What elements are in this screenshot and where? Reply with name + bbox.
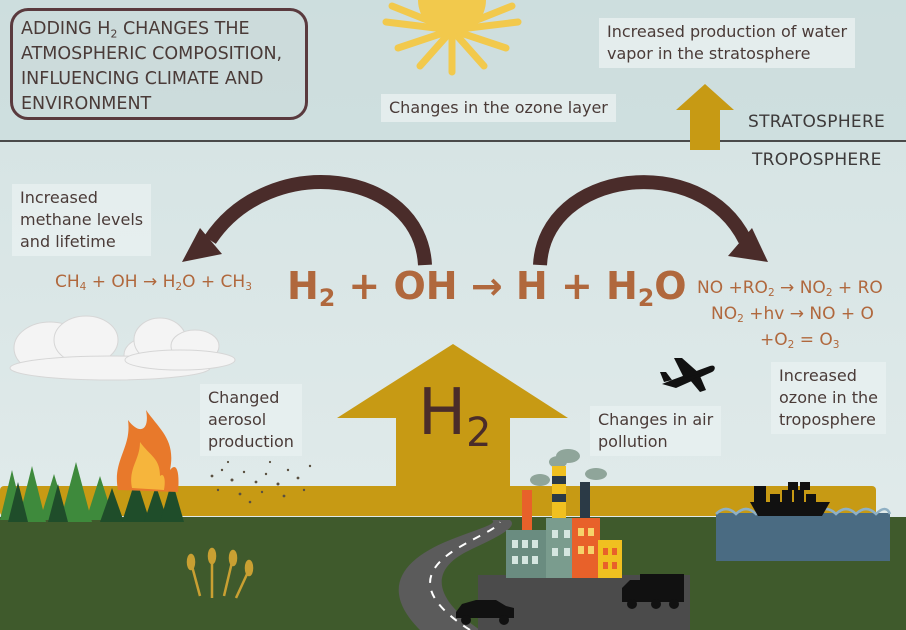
troposphere-label: TROPOSPHERE	[752, 150, 882, 170]
tree-icon	[0, 462, 184, 522]
fire-icon	[116, 410, 179, 492]
methane-arc-arrow	[182, 175, 432, 266]
aerosol-label: Changed aerosol production	[200, 384, 302, 456]
car-icon	[456, 600, 514, 625]
title-line-1: ADDING H2 CHANGES THE	[21, 19, 250, 41]
title-line-4: ENVIRONMENT	[21, 94, 152, 114]
cloud-icon	[9, 315, 236, 381]
stratosphere-label: STRATOSPHERE	[748, 112, 886, 132]
aerosol-dots	[210, 460, 312, 504]
tropospheric-ozone-label: Increased ozone in the troposphere	[771, 362, 886, 434]
ship-icon	[750, 482, 830, 516]
nox-equation-1: NO +RO2 → NO2 + RO	[697, 278, 883, 300]
truck-icon	[622, 574, 684, 609]
h2-arrow	[337, 344, 568, 490]
h2-arrow-label: H2	[418, 376, 492, 456]
ozone-layer-label: Changes in the ozone layer	[381, 94, 616, 122]
title-line-3: INFLUENCING CLIMATE AND	[21, 69, 264, 89]
methane-equation: CH4 + OH → H2O + CH3	[55, 272, 252, 294]
title-box: ADDING H2 CHANGES THE ATMOSPHERIC COMPOS…	[10, 8, 308, 120]
nox-arc-arrow	[533, 175, 768, 266]
water-vapor-label: Increased production of water vapor in t…	[599, 18, 856, 68]
factory-icon	[506, 449, 622, 578]
h2-band	[0, 486, 876, 516]
nox-equation-3: +O2 = O3	[760, 330, 840, 352]
road-icon	[398, 520, 512, 630]
title-line-2: ATMOSPHERIC COMPOSITION,	[21, 44, 283, 64]
airplane-icon	[660, 358, 715, 392]
stratosphere-arrow	[676, 84, 734, 150]
main-equation: H2 + OH → H + H2O	[287, 264, 687, 313]
air-pollution-label: Changes in air pollution	[590, 406, 722, 456]
nox-equation-2: NO2 +hv → NO + O	[711, 304, 874, 326]
water	[716, 513, 890, 561]
wheat-icon	[186, 547, 254, 599]
sun-icon	[382, 0, 522, 76]
methane-label: Increased methane levels and lifetime	[12, 184, 152, 256]
